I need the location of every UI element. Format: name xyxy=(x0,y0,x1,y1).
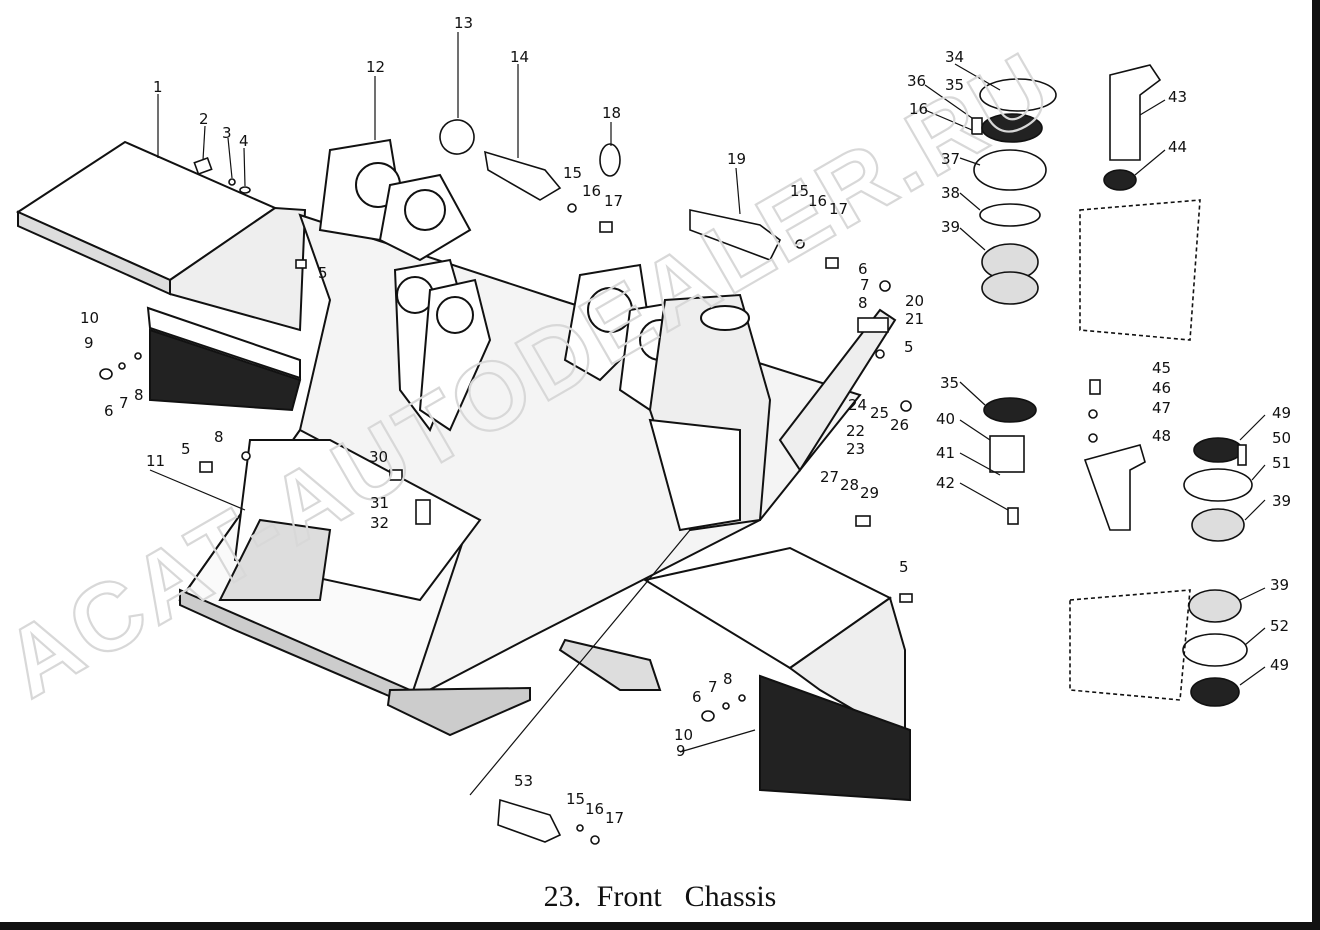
c-7b: 7 xyxy=(860,276,870,294)
c-6a: 6 xyxy=(104,402,114,420)
caption-title: Front Chassis xyxy=(596,880,777,913)
c-30: 30 xyxy=(369,448,388,466)
c-45: 45 xyxy=(1152,359,1171,377)
c-40: 40 xyxy=(936,410,955,428)
c-7c: 7 xyxy=(708,678,718,696)
c-12: 12 xyxy=(366,58,385,76)
c-6b: 6 xyxy=(858,260,868,278)
c-9a: 9 xyxy=(84,334,94,352)
c-3: 3 xyxy=(222,124,232,142)
c-22: 22 xyxy=(846,422,865,440)
c-50: 50 xyxy=(1272,429,1291,447)
c-32: 32 xyxy=(370,514,389,532)
c-53: 53 xyxy=(514,772,533,790)
c-46: 46 xyxy=(1152,379,1171,397)
c-13: 13 xyxy=(454,14,473,32)
front-chassis-frame xyxy=(15,138,911,802)
c-2: 2 xyxy=(199,110,209,128)
c-29: 29 xyxy=(860,484,879,502)
c-14: 14 xyxy=(510,48,529,66)
c-38: 38 xyxy=(941,184,960,202)
c-41: 41 xyxy=(936,444,955,462)
c-6c: 6 xyxy=(692,688,702,706)
c-15c: 15 xyxy=(566,790,585,808)
c-5c: 5 xyxy=(181,440,191,458)
c-8d: 8 xyxy=(723,670,733,688)
c-39c: 39 xyxy=(1270,576,1289,594)
c-8a: 8 xyxy=(134,386,144,404)
c-5a: 5 xyxy=(318,264,328,282)
c-16d: 16 xyxy=(909,100,928,118)
c-49b: 49 xyxy=(1270,656,1289,674)
c-9b: 9 xyxy=(676,742,686,760)
c-24: 24 xyxy=(848,396,867,414)
c-23: 23 xyxy=(846,440,865,458)
c-42: 42 xyxy=(936,474,955,492)
c-17a: 17 xyxy=(604,192,623,210)
c-35b: 35 xyxy=(940,374,959,392)
c-21: 21 xyxy=(905,310,924,328)
c-10b: 10 xyxy=(674,726,693,744)
c-20: 20 xyxy=(905,292,924,310)
c-15b: 15 xyxy=(790,182,809,200)
c-16a: 16 xyxy=(582,182,601,200)
c-47: 47 xyxy=(1152,399,1171,417)
c-26: 26 xyxy=(890,416,909,434)
c-8b: 8 xyxy=(858,294,868,312)
c-36: 36 xyxy=(907,72,926,90)
frame-border-right xyxy=(1312,0,1320,930)
c-5d: 5 xyxy=(899,558,909,576)
c-25: 25 xyxy=(870,404,889,422)
c-4: 4 xyxy=(239,132,249,150)
c-16c: 16 xyxy=(585,800,604,818)
c-19: 19 xyxy=(727,150,746,168)
c-51: 51 xyxy=(1272,454,1291,472)
hardware-parts xyxy=(99,64,1253,845)
c-15a: 15 xyxy=(563,164,582,182)
c-39a: 39 xyxy=(941,218,960,236)
c-39b: 39 xyxy=(1272,492,1291,510)
c-1: 1 xyxy=(153,78,163,96)
callout-labels: 1 2 3 4 5 6 7 8 9 10 11 12 13 14 15 16 1… xyxy=(80,14,1291,827)
c-43: 43 xyxy=(1168,88,1187,106)
c-16b: 16 xyxy=(808,192,827,210)
c-44: 44 xyxy=(1168,138,1187,156)
c-35a: 35 xyxy=(945,76,964,94)
frame-border-bottom xyxy=(0,922,1320,930)
c-8c: 8 xyxy=(214,428,224,446)
c-17c: 17 xyxy=(605,809,624,827)
c-27: 27 xyxy=(820,468,839,486)
c-7a: 7 xyxy=(119,394,129,412)
c-17b: 17 xyxy=(829,200,848,218)
c-49a: 49 xyxy=(1272,404,1291,422)
c-52: 52 xyxy=(1270,617,1289,635)
c-28: 28 xyxy=(840,476,859,494)
leader-lines xyxy=(149,32,1266,796)
c-18: 18 xyxy=(602,104,621,122)
caption-number: 23. xyxy=(543,880,582,913)
diagram-caption: 23. Front Chassis xyxy=(0,880,1320,914)
c-48: 48 xyxy=(1152,427,1171,445)
c-5b: 5 xyxy=(904,338,914,356)
c-37: 37 xyxy=(941,150,960,168)
c-11: 11 xyxy=(146,452,165,470)
c-34: 34 xyxy=(945,48,964,66)
c-31: 31 xyxy=(370,494,389,512)
c-10a: 10 xyxy=(80,309,99,327)
